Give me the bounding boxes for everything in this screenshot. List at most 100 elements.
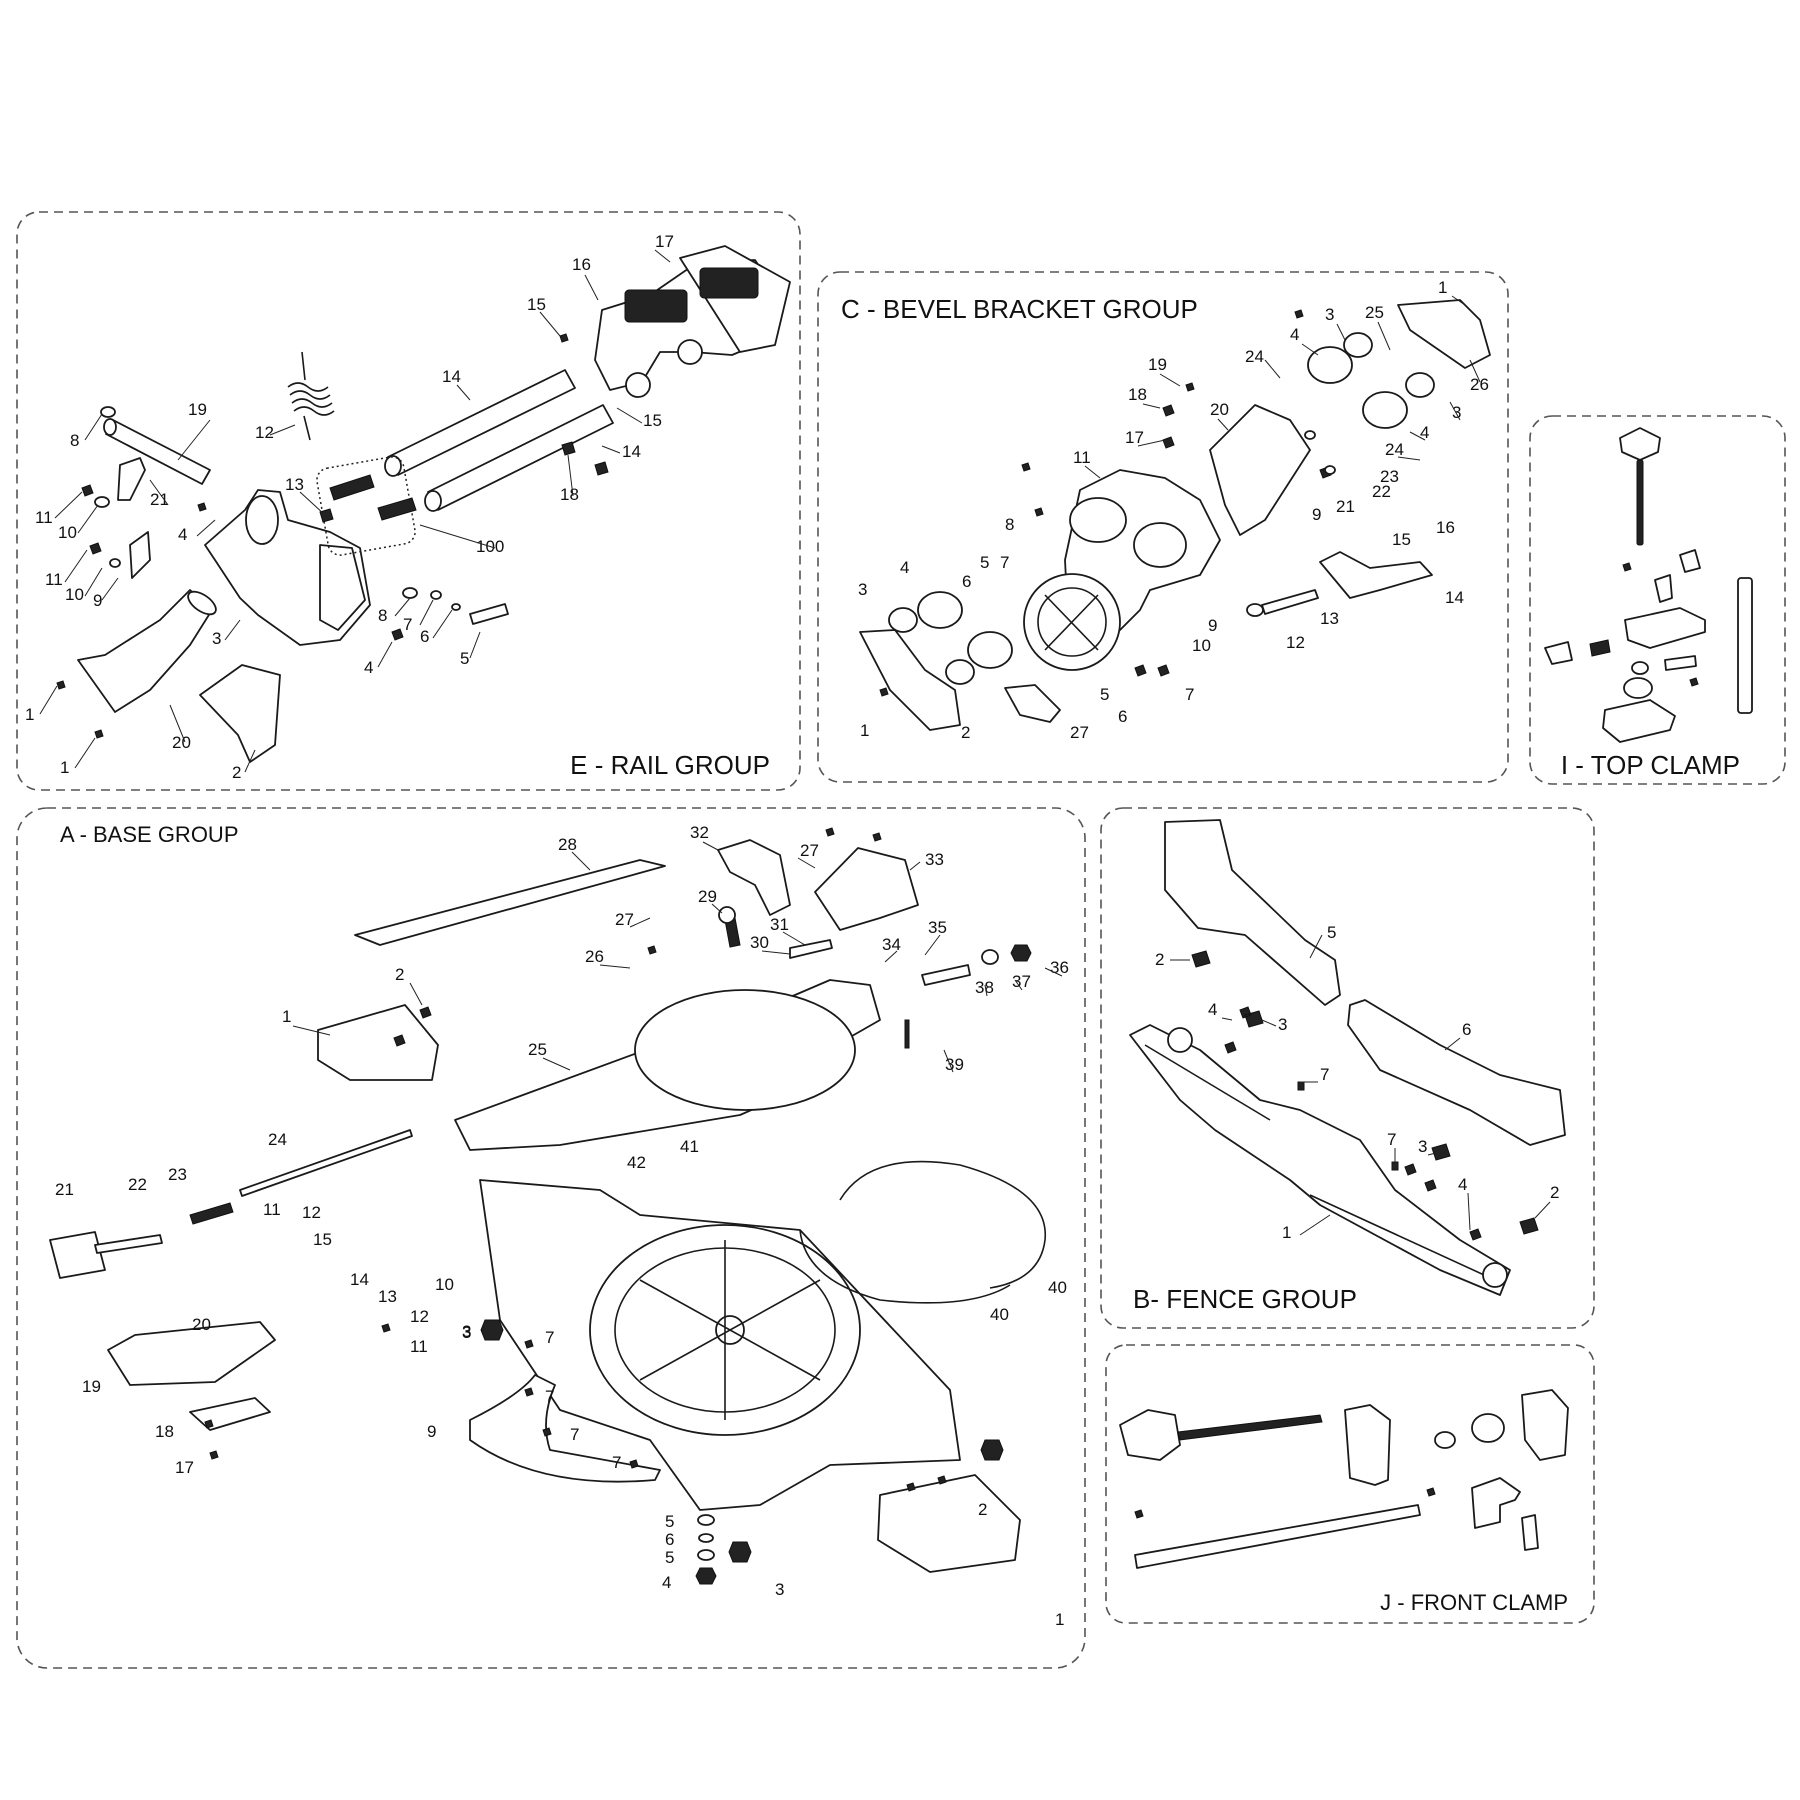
fence-plate-icon	[354, 859, 666, 946]
svg-text:30: 30	[750, 933, 769, 952]
base-group-frame	[16, 807, 1086, 1669]
svg-text:20: 20	[172, 733, 191, 752]
svg-text:11: 11	[410, 1337, 428, 1356]
clamp-body-icon	[1624, 607, 1706, 649]
svg-text:5: 5	[665, 1512, 674, 1531]
bearing-icon	[1471, 1413, 1505, 1443]
clamp-bushing-icon	[1631, 661, 1649, 675]
rod-icon	[1261, 589, 1319, 615]
svg-text:9: 9	[93, 591, 102, 610]
svg-text:7: 7	[1185, 685, 1194, 704]
bevel-group-title: C - BEVEL BRACKET GROUP	[841, 294, 1198, 324]
fence-base-right-icon	[877, 1474, 1021, 1573]
svg-text:11: 11	[263, 1200, 281, 1219]
fence-base-icon	[1129, 1024, 1511, 1296]
svg-text:5: 5	[665, 1548, 674, 1567]
svg-text:8: 8	[378, 606, 387, 625]
svg-text:14: 14	[1445, 588, 1464, 607]
rail-callouts: 17 16 15 14 19 12 8 13 21 11 10 4 11 10 …	[25, 232, 674, 782]
pin-icon	[1521, 1514, 1539, 1551]
screw-icon	[1622, 562, 1699, 687]
svg-text:3: 3	[462, 1323, 471, 1342]
svg-text:21: 21	[150, 490, 169, 509]
svg-text:3: 3	[1418, 1137, 1427, 1156]
base-callouts: 28 32 27 33 29 31 27 30 35 34 36 26 37 3…	[55, 823, 1069, 1629]
svg-text:14: 14	[622, 442, 641, 461]
rail-tube-icon	[103, 369, 614, 512]
svg-text:31: 31	[770, 915, 789, 934]
detent-plate-icon	[189, 1397, 271, 1431]
front-clamp-group	[1119, 1389, 1569, 1569]
svg-text:6: 6	[1462, 1020, 1471, 1039]
svg-text:6: 6	[962, 572, 971, 591]
svg-text:11: 11	[35, 508, 53, 527]
svg-text:10: 10	[435, 1275, 454, 1294]
screw-icon	[204, 827, 1032, 1585]
svg-text:2: 2	[1155, 950, 1164, 969]
svg-text:3: 3	[462, 1322, 471, 1341]
svg-text:14: 14	[442, 367, 461, 386]
plate-icon-upper	[1397, 299, 1491, 369]
svg-text:3: 3	[1325, 305, 1334, 324]
svg-text:20: 20	[192, 1315, 211, 1334]
svg-text:4: 4	[1458, 1175, 1467, 1194]
svg-text:41: 41	[680, 1137, 699, 1156]
svg-text:3: 3	[212, 629, 221, 648]
spring-icon-small	[1589, 639, 1611, 657]
svg-text:10: 10	[1192, 636, 1211, 655]
turntable-icon	[479, 1179, 961, 1511]
bevel-group: 1 3 25 4 26 24 19 18 20 3 17 24 4 11 23 …	[858, 278, 1491, 742]
svg-text:11: 11	[45, 570, 63, 589]
svg-text:17: 17	[1125, 428, 1144, 447]
clamp-cap-icon	[1679, 549, 1701, 573]
screw-icon	[1191, 950, 1539, 1241]
svg-text:1: 1	[282, 1007, 291, 1026]
svg-text:12: 12	[410, 1307, 429, 1326]
svg-text:7: 7	[1387, 1130, 1396, 1149]
handle-tube-icon	[77, 589, 217, 713]
svg-text:2: 2	[232, 763, 241, 782]
svg-text:7: 7	[570, 1425, 579, 1444]
svg-text:4: 4	[900, 558, 909, 577]
rail-group: 17 16 15 14 19 12 8 13 21 11 10 4 11 10 …	[25, 232, 791, 782]
top-clamp-frame	[1529, 415, 1786, 785]
svg-text:1: 1	[60, 758, 69, 777]
clamp-pad-icon	[1602, 699, 1676, 743]
spring-icon	[287, 351, 335, 441]
guard-ring-icon	[799, 1160, 1046, 1304]
svg-text:40: 40	[1048, 1278, 1067, 1297]
svg-text:16: 16	[572, 255, 591, 274]
scale-cap-icon	[814, 847, 919, 931]
top-clamp-group	[1544, 427, 1753, 743]
svg-text:36: 36	[1050, 958, 1069, 977]
svg-text:19: 19	[1148, 355, 1167, 374]
fence-icon-right	[1347, 999, 1566, 1146]
fence-base-left-icon	[317, 1004, 439, 1081]
svg-text:3: 3	[775, 1580, 784, 1599]
svg-text:12: 12	[255, 423, 274, 442]
clamp-plate-icon	[1664, 655, 1697, 671]
svg-text:38: 38	[975, 978, 994, 997]
base-group: 28 32 27 33 29 31 27 30 35 34 36 26 37 3…	[49, 823, 1069, 1629]
svg-text:8: 8	[70, 431, 79, 450]
lever-icon	[117, 457, 146, 501]
svg-text:34: 34	[882, 935, 901, 954]
svg-text:2: 2	[961, 723, 970, 742]
clamp-arm-icon	[1344, 1404, 1391, 1486]
svg-text:22: 22	[1372, 482, 1391, 501]
clamp-rod-icon	[1737, 577, 1753, 714]
svg-text:13: 13	[378, 1287, 397, 1306]
svg-text:39: 39	[945, 1055, 964, 1074]
svg-text:6: 6	[1118, 707, 1127, 726]
svg-text:15: 15	[643, 411, 662, 430]
carriage-bracket-icon	[594, 245, 791, 398]
fence-icon	[1164, 819, 1341, 1006]
fence-callouts: 5 2 4 3 6 7 7 3 4 2 1	[1155, 923, 1559, 1242]
svg-text:18: 18	[155, 1422, 174, 1441]
svg-text:4: 4	[178, 525, 187, 544]
table-arm-disc-icon	[634, 989, 856, 1111]
screw-icon	[879, 309, 1336, 697]
bracket-icon	[1023, 469, 1221, 671]
svg-text:18: 18	[1128, 385, 1147, 404]
